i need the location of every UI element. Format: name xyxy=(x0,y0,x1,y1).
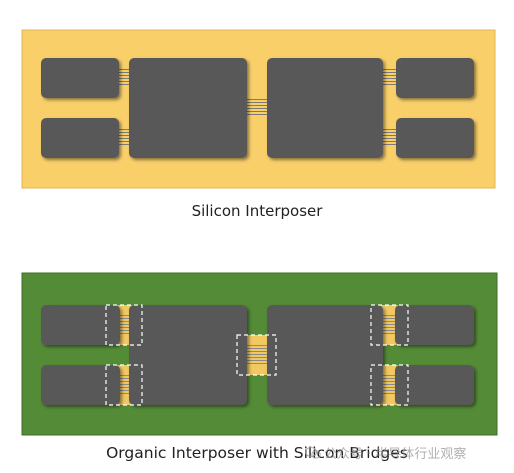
chiplet-small xyxy=(41,305,120,345)
silicon-interposer-diagram xyxy=(21,29,496,189)
wechat-icon xyxy=(305,447,321,459)
watermark-text: 公众号 · 半导体行业观察 xyxy=(324,447,467,462)
watermark: 公众号 · 半导体行业观察 xyxy=(305,443,466,462)
chiplet-small xyxy=(41,365,120,405)
chiplet-small xyxy=(396,118,474,158)
chiplet-small xyxy=(396,58,474,98)
chiplet-small xyxy=(41,58,119,98)
chiplet-large xyxy=(129,305,247,405)
chiplet-large xyxy=(267,58,383,158)
interconnect-wires xyxy=(247,97,267,115)
organic-interposer-diagram xyxy=(21,272,498,436)
interconnect-wires xyxy=(117,373,131,395)
interconnect-wires xyxy=(383,67,396,85)
interconnect-wires xyxy=(381,313,397,335)
chiplet-small xyxy=(41,118,119,158)
chiplet-small xyxy=(395,365,474,405)
bridge-outline xyxy=(105,364,143,406)
caption-organic-interposer: Organic Interposer with Silicon Bridges xyxy=(106,444,408,462)
chiplet-large xyxy=(129,58,247,158)
bridge-outline xyxy=(370,364,409,406)
bridge-outline xyxy=(370,304,409,346)
interconnect-wires xyxy=(381,373,397,395)
bridge-outline xyxy=(236,334,277,376)
chiplet-small xyxy=(395,305,474,345)
interconnect-wires xyxy=(383,127,396,145)
interconnect-wires xyxy=(117,313,131,335)
interconnect-wires xyxy=(118,67,130,85)
chiplet-large xyxy=(267,305,383,405)
bridge-outline xyxy=(105,304,143,346)
interconnect-wires xyxy=(118,127,130,145)
caption-silicon-interposer: Silicon Interposer xyxy=(191,202,323,220)
interconnect-wires xyxy=(246,343,268,365)
